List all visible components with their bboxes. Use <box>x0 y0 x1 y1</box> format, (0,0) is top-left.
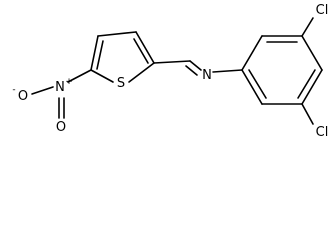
dichlorophenyl-ring <box>241 17 323 125</box>
bond-ar-4-5-inner <box>297 69 316 99</box>
bond-o-n-nitro <box>31 86 54 95</box>
bond-c3-c2-inner <box>133 38 149 64</box>
atom-o-double: O <box>56 120 66 135</box>
bond-c2-s <box>128 62 155 83</box>
bond-c4-c3 <box>97 31 137 37</box>
nitro-group-bonds <box>31 69 92 119</box>
thiophene-ring <box>90 31 155 83</box>
bond-c5-c4-inner <box>96 40 104 70</box>
charge-o-minus: - <box>12 85 15 95</box>
bond-ar-4-5 <box>301 69 323 105</box>
bond-c5-c4 <box>90 35 99 71</box>
bond-ar-6-1-inner <box>248 69 267 99</box>
chemical-structure: O - N + O S N Cl Cl <box>12 3 328 140</box>
charge-n-plus: + <box>65 77 73 87</box>
bond-ar-cl-bottom <box>301 103 314 125</box>
bond-ch-n-double-1 <box>189 60 202 71</box>
atom-n-nitro: N <box>55 80 65 95</box>
bond-ar-3-4 <box>301 35 323 71</box>
atom-cl-bottom: Cl <box>316 125 329 140</box>
bond-ar-cl-top <box>301 17 314 37</box>
atom-cl-top: Cl <box>316 3 329 18</box>
bond-c3-c2 <box>135 31 155 64</box>
bond-ar-1-2 <box>241 35 263 71</box>
bond-n-aryl <box>212 69 243 73</box>
imine-linker <box>153 60 243 76</box>
bond-c2-ch <box>153 60 191 64</box>
atom-o-minus: O <box>18 89 28 104</box>
atom-s-thiophene: S <box>117 76 125 91</box>
bond-ar-6-1 <box>241 69 263 105</box>
bond-ch-n-double-2 <box>185 65 198 76</box>
bond-s-c5 <box>90 69 114 83</box>
atom-labels: O - N + O S N Cl Cl <box>12 3 328 140</box>
atom-n-imine: N <box>202 68 212 83</box>
bond-n-c5-thiophene <box>67 69 92 83</box>
